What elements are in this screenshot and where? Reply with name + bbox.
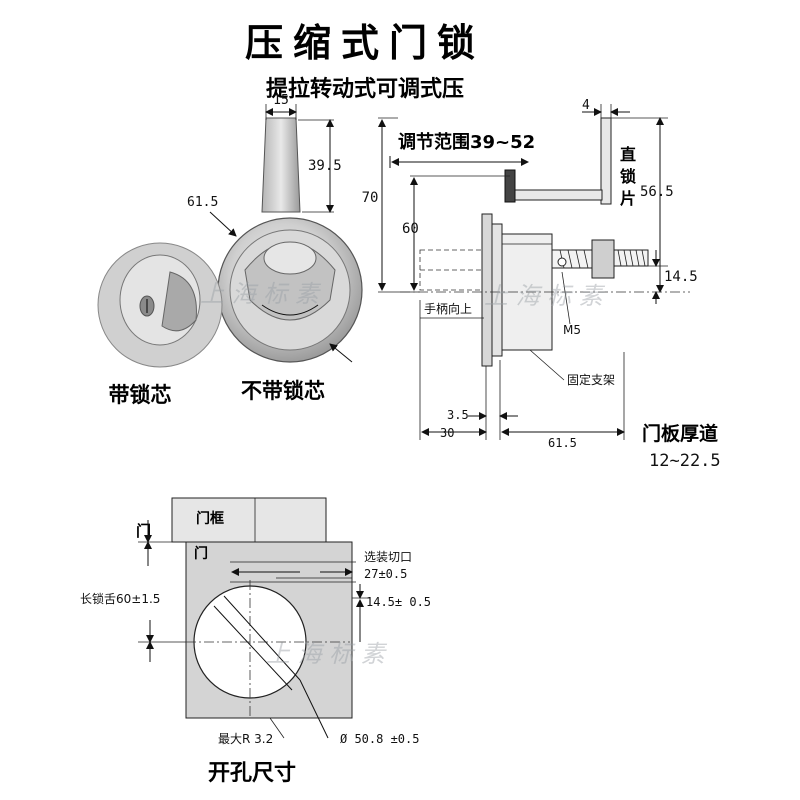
vertical-label-3: 片 (620, 189, 636, 208)
door-frame (171, 497, 327, 543)
dim-61-5-front-label: 61.5 (187, 195, 218, 210)
door-inner-label: 门 (194, 545, 208, 562)
lock-side-view: 4 直 锁 片 调节范围39~52 56.5 70 60 (362, 98, 721, 471)
watermark-group: 上 海 标 素 上 海 标 素 上 海 标 素 (200, 280, 606, 668)
cutout-drawing: 门框 门 门 长锁舌60±1.5 选装切口 27±0.5 14.5± (80, 497, 431, 786)
vertical-label-2: 锁 (620, 167, 636, 186)
dim-70-label: 70 (362, 190, 379, 206)
dim-61-5-side-label: 61.5 (548, 436, 577, 450)
max-r-label: 最大R 3.2 (218, 732, 273, 746)
door-side-label: 门 (136, 522, 151, 540)
m5-label: M5 (563, 323, 581, 337)
dim-27-label: 27±0.5 (364, 567, 407, 581)
cam-latch (504, 169, 516, 203)
watermark-2: 上 海 标 素 (484, 282, 606, 310)
optional-cut-label: 选装切口 (364, 550, 412, 564)
dim-4-label: 4 (582, 98, 590, 113)
subtitle: 提拉转动式可调式压 (266, 76, 464, 102)
door-thickness-range: 12~22.5 (649, 451, 721, 471)
fixed-bracket-label: 固定支架 (567, 372, 615, 387)
label-without-core: 不带锁芯 (241, 379, 325, 403)
dim-39-5-label: 39.5 (308, 158, 342, 174)
handle-up-label: 手柄向上 (424, 301, 472, 316)
dim-3-5-label: 3.5 (447, 408, 469, 422)
dim-15-label: 15 (273, 93, 289, 108)
lock-shaft (261, 117, 301, 213)
lock-core-inset (97, 242, 223, 368)
lock-front-view: 15 39.5 61.5 (187, 93, 363, 363)
dim-14-5-cutout-label: 14.5± 0.5 (366, 595, 431, 609)
door-frame-label: 门框 (196, 510, 224, 527)
dim-60-label: 60 (402, 221, 419, 237)
watermark-3: 上 海 标 素 (266, 640, 388, 668)
dim-56-5-label: 56.5 (640, 184, 674, 200)
main-title: 压缩式门锁 (245, 21, 485, 65)
dim-30-label: 30 (440, 426, 454, 440)
dim-14-5-side-label: 14.5 (664, 269, 698, 285)
watermark-1: 上 海 标 素 (200, 280, 322, 308)
cutout-caption: 开孔尺寸 (208, 761, 296, 786)
long-bolt-label: 长锁舌60±1.5 (80, 591, 160, 606)
adjust-range-label: 调节范围39~52 (398, 131, 535, 153)
diameter-label: Ø 50.8 ±0.5 (340, 732, 419, 746)
vertical-label-1: 直 (620, 145, 636, 164)
door-thickness-label: 门板厚道 (642, 422, 718, 445)
lock-plate (600, 117, 612, 205)
label-with-core: 带锁芯 (109, 383, 172, 407)
hex-nut (591, 239, 615, 279)
